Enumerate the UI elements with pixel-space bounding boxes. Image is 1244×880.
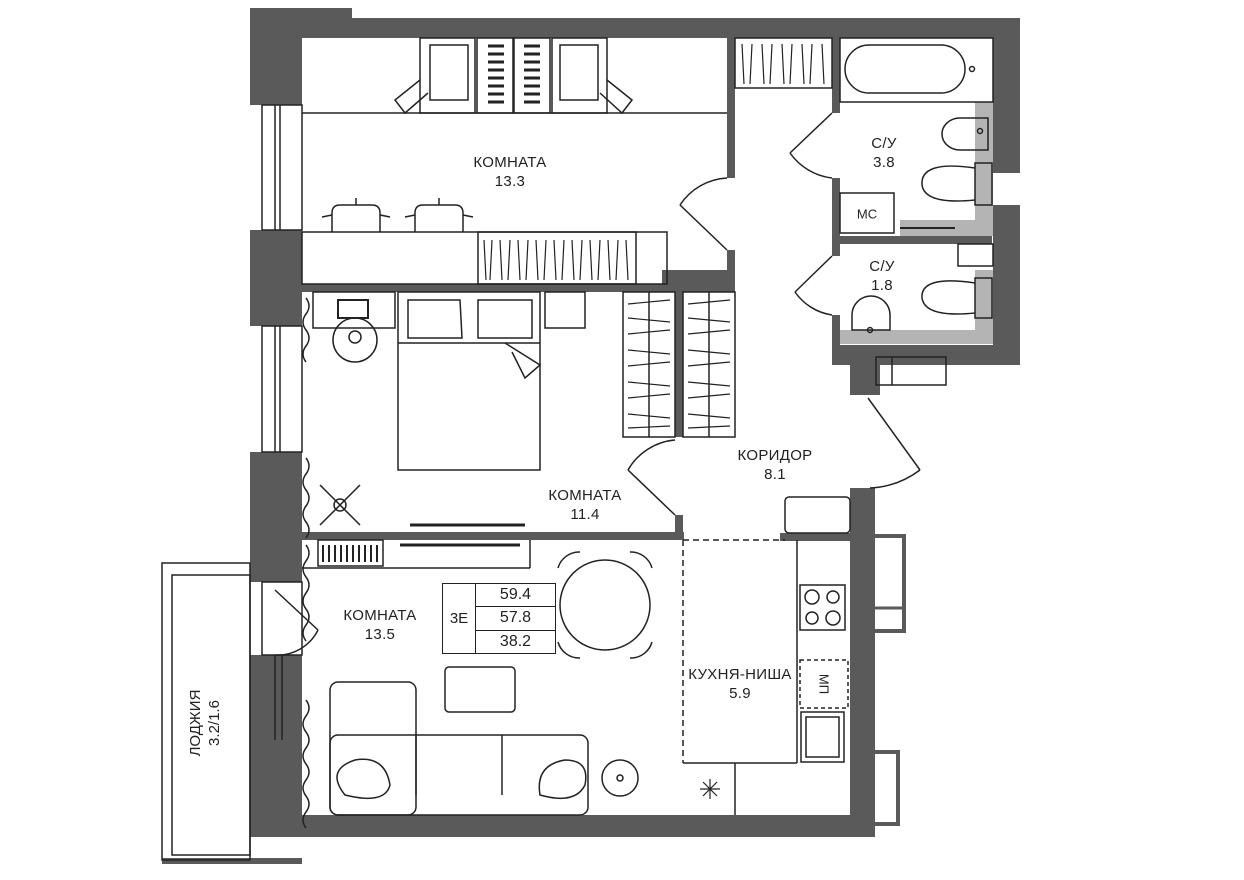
total-area-without-loggia: 57.8 xyxy=(476,606,555,629)
room-label-kitchen-niche: КУХНЯ-НИША 5.9 xyxy=(688,666,792,702)
room-label-loggia: ЛОДЖИЯ 3.2/1.6 xyxy=(187,689,223,757)
room-label-corridor: КОРИДОР 8.1 xyxy=(737,447,813,483)
fridge-icon xyxy=(700,779,720,799)
room-label-room-2: КОМНАТА 11.4 xyxy=(548,487,622,523)
total-area: 59.4 xyxy=(499,586,532,604)
fixtures xyxy=(161,37,994,861)
washing-machine-tag: МС xyxy=(856,206,878,222)
room-label-room-1: КОМНАТА 13.3 xyxy=(473,154,547,190)
dishwasher-tag: МП xyxy=(816,673,832,695)
room-label-bathroom-2: С/У 1.8 xyxy=(869,258,895,294)
area-summary-table: 3Е 59.4 57.8 38.2 xyxy=(442,583,556,654)
wet-zones xyxy=(840,102,993,344)
walls xyxy=(162,8,1020,864)
room-label-room-3: КОМНАТА 13.5 xyxy=(343,607,417,643)
apartment-type: 3Е xyxy=(443,584,476,653)
living-area: 38.2 xyxy=(476,629,555,653)
room-label-bathroom-1: С/У 3.8 xyxy=(871,135,897,171)
